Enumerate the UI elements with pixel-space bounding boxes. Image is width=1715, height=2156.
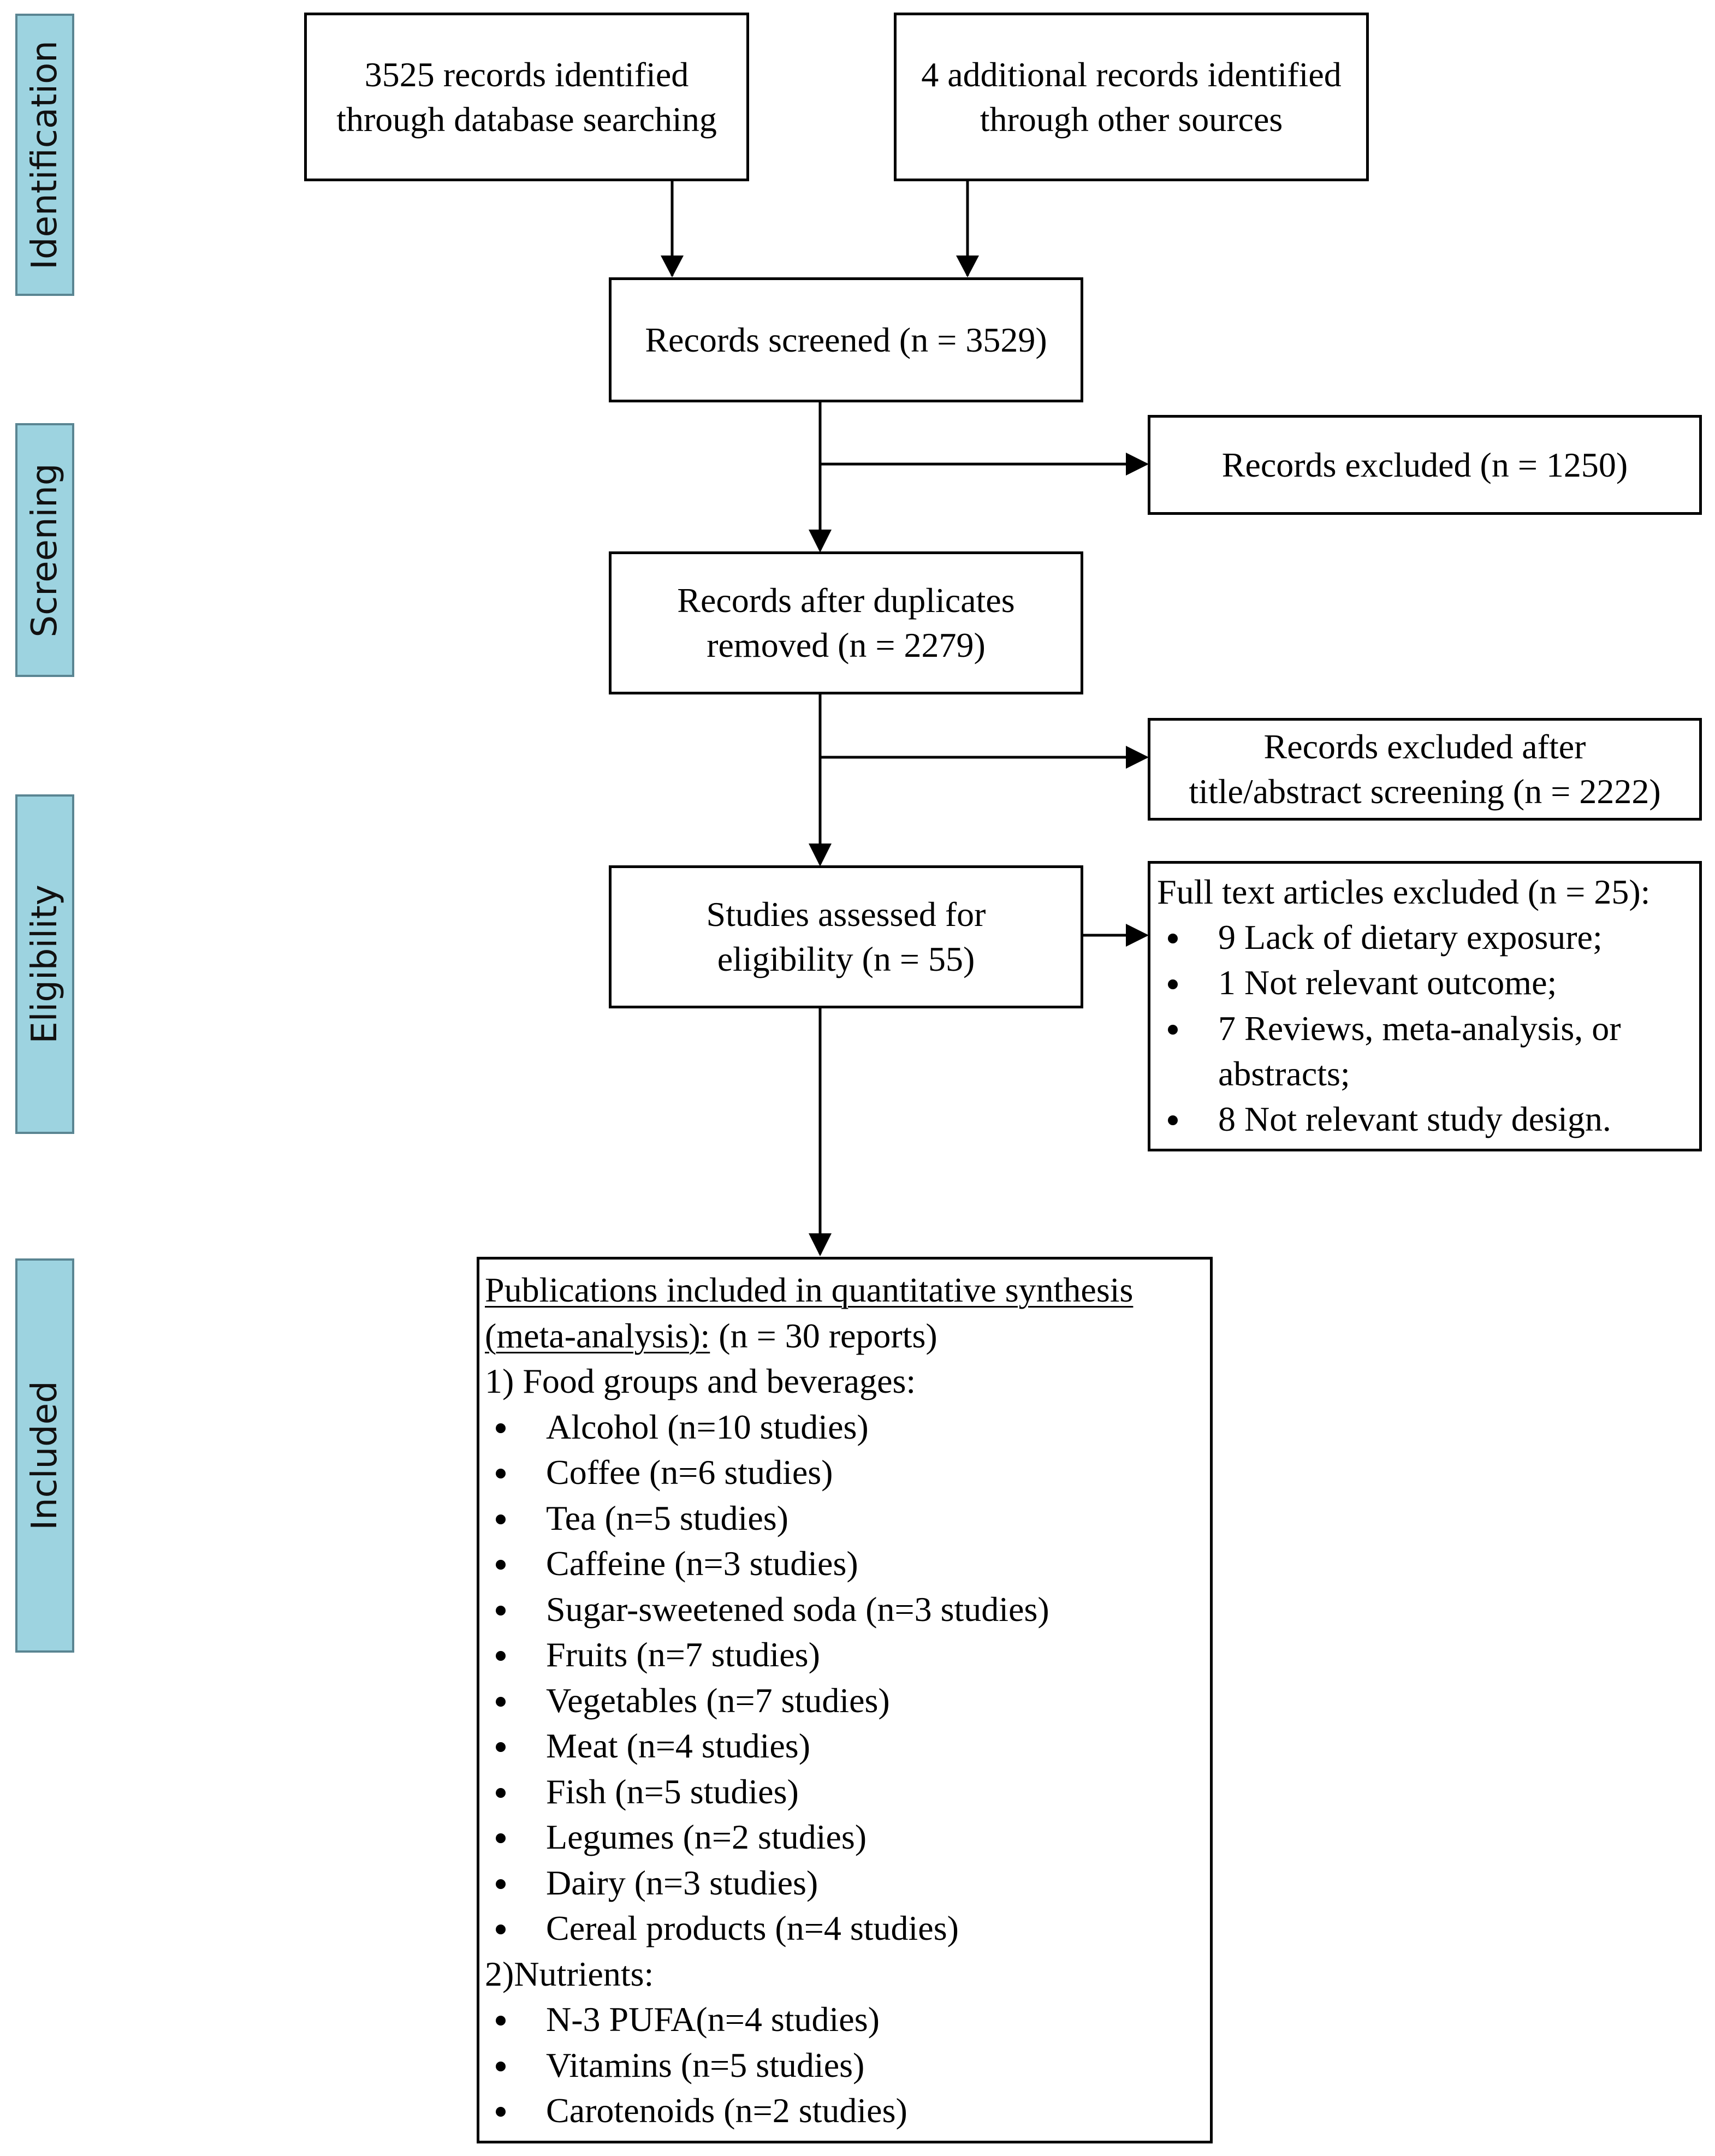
list-item: Fruits (n=7 studies) <box>485 1632 1204 1678</box>
stage-included: Included <box>15 1258 74 1653</box>
list-item: N-3 PUFA(n=4 studies) <box>485 1997 1204 2042</box>
stage-screening: Screening <box>15 423 74 677</box>
title-abstract-excluded-line2: title/abstract screening (n = 2222) <box>1189 772 1661 811</box>
list-item: Carotenoids (n=2 studies) <box>485 2088 1204 2134</box>
list-item: Tea (n=5 studies) <box>485 1495 1204 1541</box>
records-excluded-box: Records excluded (n = 1250) <box>1148 415 1702 515</box>
assessed-eligibility-box: Studies assessed for eligibility (n = 55… <box>609 865 1083 1008</box>
food-groups-list: Alcohol (n=10 studies) Coffee (n=6 studi… <box>485 1404 1204 1951</box>
records-screened-text: Records screened (n = 3529) <box>645 320 1047 359</box>
stage-identification: Identification <box>15 14 74 296</box>
other-sources-line1: 4 additional records identified <box>921 55 1342 94</box>
records-excluded-text: Records excluded (n = 1250) <box>1221 445 1628 484</box>
nutrients-list: N-3 PUFA(n=4 studies) Vitamins (n=5 stud… <box>485 1997 1204 2134</box>
fulltext-excluded-box: Full text articles excluded (n = 25): 9 … <box>1148 861 1702 1151</box>
list-item: Coffee (n=6 studies) <box>485 1450 1204 1495</box>
database-records-box: 3525 records identified through database… <box>304 13 749 181</box>
list-item: Meat (n=4 studies) <box>485 1723 1204 1769</box>
title-abstract-excluded-line1: Records excluded after <box>1263 727 1586 767</box>
fulltext-excluded-list: 9 Lack of dietary exposure; 1 Not releva… <box>1157 914 1694 1142</box>
stage-eligibility: Eligibility <box>15 794 74 1134</box>
list-item: Dairy (n=3 studies) <box>485 1860 1204 1906</box>
food-groups-heading: 1) Food groups and beverages: <box>485 1362 916 1401</box>
list-item: 8 Not relevant study design. <box>1157 1096 1694 1142</box>
list-item: Sugar-sweetened soda (n=3 studies) <box>485 1587 1204 1632</box>
database-records-line1: 3525 records identified <box>364 55 689 94</box>
included-title-line2-row: (meta-analysis): (n = 30 reports) <box>485 1313 1204 1359</box>
after-duplicates-line1: Records after duplicates <box>677 581 1015 620</box>
other-sources-line2: through other sources <box>980 99 1283 139</box>
assessed-line2: eligibility (n = 55) <box>717 940 975 978</box>
after-duplicates-box: Records after duplicates removed (n = 22… <box>609 551 1083 694</box>
after-duplicates-line2: removed (n = 2279) <box>707 626 986 664</box>
list-item: Vitamins (n=5 studies) <box>485 2042 1204 2088</box>
list-item: 1 Not relevant outcome; <box>1157 960 1694 1005</box>
records-screened-box: Records screened (n = 3529) <box>609 277 1083 402</box>
database-records-line2: through database searching <box>336 99 717 139</box>
list-item: Fish (n=5 studies) <box>485 1769 1204 1815</box>
title-abstract-excluded-box: Records excluded after title/abstract sc… <box>1148 718 1702 821</box>
included-title-line2: (meta-analysis): <box>485 1316 710 1355</box>
list-item: Caffeine (n=3 studies) <box>485 1541 1204 1587</box>
assessed-line1: Studies assessed for <box>706 895 986 934</box>
list-item: 9 Lack of dietary exposure; <box>1157 914 1694 960</box>
list-item: 7 Reviews, meta-analysis, or abstracts; <box>1157 1006 1694 1096</box>
included-title-line1: Publications included in quantitative sy… <box>485 1270 1134 1309</box>
list-item: Vegetables (n=7 studies) <box>485 1678 1204 1724</box>
list-item: Cereal products (n=4 studies) <box>485 1905 1204 1951</box>
included-publications-box: Publications included in quantitative sy… <box>477 1257 1213 2143</box>
included-report-count: (n = 30 reports) <box>710 1316 937 1355</box>
other-sources-box: 4 additional records identified through … <box>894 13 1369 181</box>
nutrients-heading: 2)Nutrients: <box>485 1954 654 1993</box>
list-item: Alcohol (n=10 studies) <box>485 1404 1204 1450</box>
fulltext-excluded-title: Full text articles excluded (n = 25): <box>1157 872 1651 911</box>
list-item: Legumes (n=2 studies) <box>485 1814 1204 1860</box>
